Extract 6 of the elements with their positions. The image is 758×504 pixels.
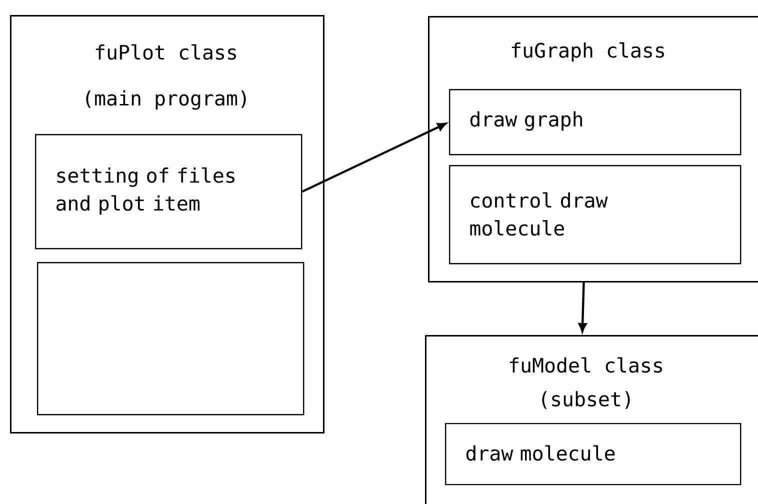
empty-box <box>37 262 304 416</box>
method-box: draw molecule <box>445 423 742 486</box>
method-box: draw graph <box>449 89 742 156</box>
arrow <box>302 122 446 193</box>
method-box: setting of files and plot item <box>35 134 302 250</box>
method-box: control draw molecule <box>449 165 742 264</box>
